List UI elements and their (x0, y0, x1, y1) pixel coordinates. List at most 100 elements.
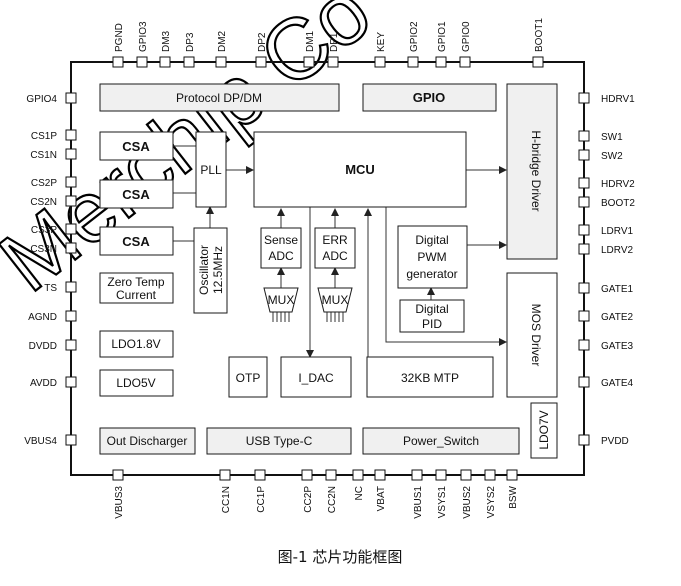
mcu-block (253, 131, 467, 208)
pin-cs2p (65, 176, 77, 188)
pin-ldrv2 (578, 243, 590, 255)
pin-label-agnd: AGND (28, 312, 57, 323)
pin-label-vbus1: VBUS1 (413, 486, 424, 519)
pin-hdrv2 (578, 177, 590, 189)
oscillator-label-1: Oscillator (197, 245, 211, 295)
mos-label: MOS Driver (529, 304, 543, 367)
pid-label-1: Digital (415, 302, 448, 316)
csa1-block (99, 131, 174, 161)
out-discharger-label: Out Discharger (107, 434, 188, 448)
pin-ts (65, 281, 77, 293)
mtp-block (366, 356, 494, 398)
pin-label-cs2p: CS2P (31, 178, 57, 189)
pin-boot1 (532, 56, 544, 68)
pin-label-hdrv1: HDRV1 (601, 94, 635, 105)
zero-temp-label-1: Zero Temp (107, 275, 164, 289)
pin-label-pvdd: PVDD (601, 436, 629, 447)
err-adc-label-1: ERR (322, 233, 348, 247)
pin-vbus2 (460, 469, 472, 481)
gpio-label: GPIO (413, 90, 446, 105)
pin-label-bsw: BSW (508, 485, 519, 508)
pin-boot2 (578, 196, 590, 208)
pin-vbus1 (411, 469, 423, 481)
pin-dp3 (183, 56, 195, 68)
otp-label: OTP (236, 371, 261, 385)
pin-vsys2 (484, 469, 496, 481)
pin-sw1 (578, 130, 590, 142)
oscillator-block (193, 227, 228, 314)
pin-label-gate1: GATE1 (601, 284, 633, 295)
pin-label-cc1p: CC1P (256, 486, 267, 513)
protocol-block (99, 83, 340, 112)
pwm-label-1: Digital (415, 233, 448, 247)
ldo7-label: LDO7V (537, 410, 551, 449)
pin-label-cs2n: CS2N (30, 197, 57, 208)
pin-hdrv1 (578, 92, 590, 104)
protocol-label: Protocol DP/DM (176, 91, 262, 105)
pin-label-ldrv1: LDRV1 (601, 226, 633, 237)
pid-label-2: PID (422, 317, 442, 331)
pin-cs3p (65, 223, 77, 235)
mux2-label: MUX (322, 293, 349, 307)
pin-label-cc2n: CC2N (327, 486, 338, 513)
err-adc-block (314, 227, 356, 269)
pin-vbat (374, 469, 386, 481)
pin-label-key: KEY (376, 32, 387, 52)
pwm-label-3: generator (406, 267, 457, 281)
pin-label-dm3: DM3 (161, 30, 172, 52)
usb-typec-block (206, 427, 352, 455)
pin-label-vsys2: VSYS2 (486, 486, 497, 519)
left-pin-group: GPIO4CS1PCS1NCS2PCS2NCS3PCS3NTSAGNDDVDDA… (24, 92, 77, 447)
pin-label-vsys1: VSYS1 (437, 486, 448, 519)
pin-label-dp2: DP2 (257, 32, 268, 52)
pin-label-nc: NC (354, 486, 365, 500)
zero-temp-label-2: Current (116, 288, 157, 302)
pin-label-pgnd: PGND (114, 23, 125, 52)
pin-key (374, 56, 386, 68)
mux2-block (317, 287, 353, 313)
pin-label-boot1: BOOT1 (534, 18, 545, 52)
pin-vsys1 (435, 469, 447, 481)
mos-driver-block (506, 272, 558, 398)
pin-label-dp3: DP3 (185, 32, 196, 52)
pin-label-hdrv2: HDRV2 (601, 179, 635, 190)
pin-sw2 (578, 149, 590, 161)
ldo5-block (99, 369, 174, 397)
pin-avdd (65, 376, 77, 388)
mcu-label: MCU (345, 162, 375, 177)
csa1-label: CSA (122, 139, 150, 154)
pin-cs3n (65, 242, 77, 254)
pin-gpio4 (65, 92, 77, 104)
ldo7-block (530, 402, 558, 459)
pin-dm3 (159, 56, 171, 68)
mtp-label: 32KB MTP (401, 371, 459, 385)
power-switch-block (362, 427, 520, 455)
sense-adc-label-1: Sense (264, 233, 298, 247)
pin-label-cs1p: CS1P (31, 131, 57, 142)
pin-label-dm2: DM2 (217, 30, 228, 52)
oscillator-label-2: 12.5MHz (211, 246, 225, 294)
pin-cc1n (219, 469, 231, 481)
pin-cc2n (325, 469, 337, 481)
pin-gpio3 (136, 56, 148, 68)
pin-vbus3 (112, 469, 124, 481)
ldo5-label: LDO5V (116, 376, 155, 390)
pin-gate3 (578, 339, 590, 351)
pin-cs1n (65, 148, 77, 160)
pin-label-gpio2: GPIO2 (409, 21, 420, 52)
figure-caption: 图-1 芯片功能框图 (278, 548, 403, 566)
pll-label: PLL (200, 163, 222, 177)
pin-label-dp1: DP1 (329, 32, 340, 52)
pin-nc (352, 469, 364, 481)
ldo18-block (99, 330, 174, 358)
pin-label-cs3n: CS3N (30, 244, 57, 255)
pin-label-ts: TS (44, 283, 57, 294)
pin-label-sw2: SW2 (601, 151, 623, 162)
csa2-label: CSA (122, 187, 150, 202)
hbridge-label: H-bridge Driver (529, 130, 543, 211)
pin-label-vbus2: VBUS2 (462, 486, 473, 519)
power-switch-label: Power_Switch (403, 434, 479, 448)
